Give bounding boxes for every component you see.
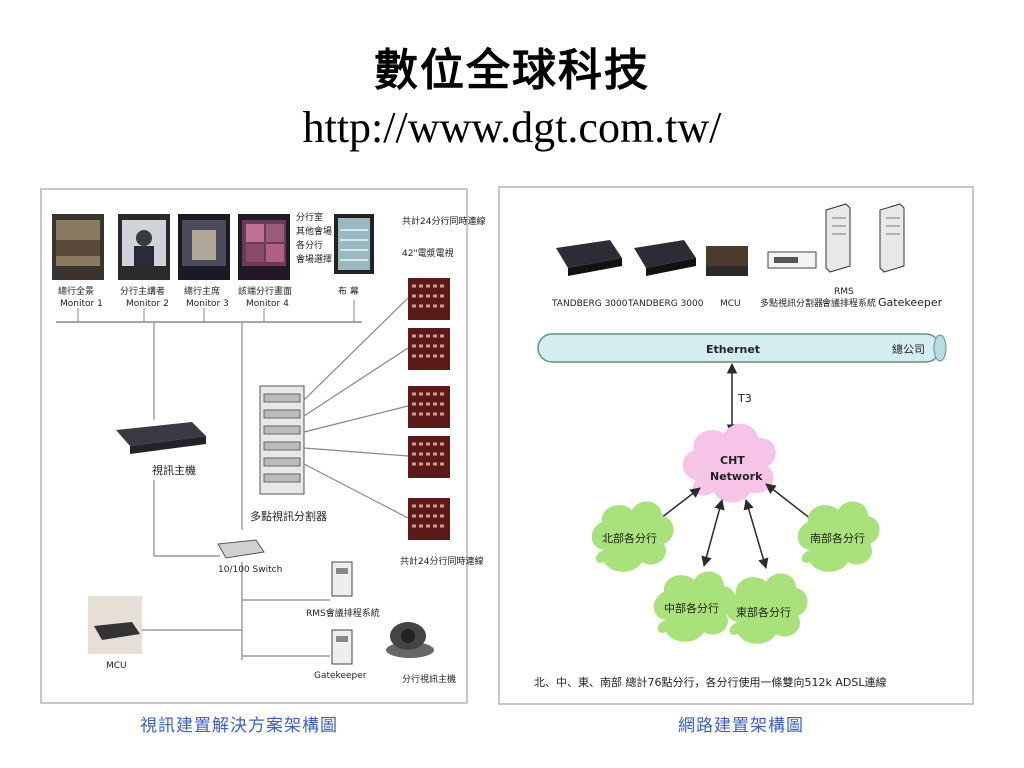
cloud-east-branches: 東部各分行 [725,573,808,644]
left-diagram-caption: 視訊建置解決方案架構圖 [140,716,338,736]
svg-text:Network: Network [710,470,763,483]
monitor-label: 分行主講者 [120,285,165,297]
svg-text:南部各分行: 南部各分行 [810,531,865,545]
svg-text:北部各分行: 北部各分行 [602,531,657,545]
switch-label: 10/100 Switch [218,565,282,575]
svg-text:TANDBERG 3000: TANDBERG 3000 [627,299,704,309]
screen-label: 布 幕 [338,285,359,297]
device-tandberg-1: TANDBERG 3000 [551,240,628,309]
page-title: 數位全球科技 [374,45,650,96]
monitor-label: 總行主席 [184,285,220,297]
gatekeeper-label: Gatekeeper [314,671,367,681]
cloud-north-branches: 北部各分行 [591,501,674,572]
note-bottom-branches: 共計24分行同時連線 [400,555,483,567]
svg-text:分行室: 分行室 [296,211,323,223]
monitor-sub: Monitor 4 [246,299,289,309]
device-splitter: 多點視訊分割器 [760,251,823,309]
video-host-device [116,422,206,454]
branch-host-camera [386,622,434,658]
branch-host-label: 分行視訊主機 [402,673,456,685]
rms-server [331,561,353,597]
monitor-3: 總行主席 Monitor 3 [178,214,230,309]
mcu-label: MCU [106,661,127,671]
svg-text:CHT: CHT [720,454,745,467]
monitor-sub: Monitor 1 [60,299,103,309]
ethernet-bus: Ethernet 總公司 [537,333,947,363]
svg-text:各分行: 各分行 [296,239,323,251]
svg-text:會議排程系統: 會議排程系統 [822,297,876,309]
network-diagram: TANDBERG 3000 TANDBERG 3000 MCU 多點視訊分割器 … [498,186,974,705]
monitor-label: 該端分行畫面 [238,285,292,297]
network-footnote: 北、中、東、南部 總計76點分行，各分行使用一條雙向512k ADSL連線 [534,675,886,689]
legend-small: 分行室 其他會場 各分行 會場選擇 [296,211,332,265]
device-tandberg-2: TANDBERG 3000 [627,240,704,309]
svg-text:MCU: MCU [720,299,741,309]
monitor-sub: Monitor 3 [186,299,229,309]
cloud-central-branches: 中部各分行 [653,571,736,642]
t3-label: T3 [737,392,752,405]
right-diagram-caption: 網路建置架構圖 [678,716,804,736]
note-plasma: 42"電漿電視 [402,247,454,259]
switch-device [217,539,265,559]
svg-text:TANDBERG 3000: TANDBERG 3000 [551,299,628,309]
video-solution-diagram: 總行全景 Monitor 1 分行主講者 Monitor 2 總行主席 Moni… [40,188,485,704]
projection-screen: 布 幕 [334,214,374,297]
video-solution-svg: 總行全景 Monitor 1 分行主講者 Monitor 2 總行主席 Moni… [52,211,485,685]
svg-text:其他會場: 其他會場 [296,225,332,237]
hq-label: 總公司 [892,342,925,356]
mcu-splitter [259,385,305,495]
svg-text:東部各分行: 東部各分行 [736,605,791,619]
network-svg: TANDBERG 3000 TANDBERG 3000 MCU 多點視訊分割器 … [534,203,947,689]
video-host-label: 視訊主機 [152,463,196,477]
svg-text:中部各分行: 中部各分行 [664,601,719,615]
monitor-2: 分行主講者 Monitor 2 [118,214,170,309]
monitor-label: 總行全景 [58,285,94,297]
branch-screens [408,278,450,540]
page-url[interactable]: http://www.dgt.com.tw/ [302,103,722,152]
device-rms-server: RMS 會議排程系統 [822,203,876,309]
mcu-photo [88,596,142,654]
svg-text:Gatekeeper: Gatekeeper [878,296,943,309]
monitor-1: 總行全景 Monitor 1 [52,214,104,309]
device-mcu: MCU [706,246,748,309]
svg-text:會場選擇: 會場選擇 [296,253,332,265]
gatekeeper-server [331,629,353,665]
monitor-sub: Monitor 2 [126,299,169,309]
mcu-splitter-label: 多點視訊分割器 [250,509,327,523]
svg-text:RMS: RMS [834,287,854,297]
cloud-south-branches: 南部各分行 [797,501,880,572]
svg-text:多點視訊分割器: 多點視訊分割器 [760,297,823,309]
monitor-4: 該端分行畫面 Monitor 4 [238,214,292,309]
device-gatekeeper-server: Gatekeeper [878,203,943,309]
rms-label: RMS會議排程系統 [306,607,380,619]
cht-network-cloud: CHT Network [682,423,776,503]
ethernet-label: Ethernet [706,343,760,356]
note-branches: 共計24分行同時連線 [402,215,485,227]
